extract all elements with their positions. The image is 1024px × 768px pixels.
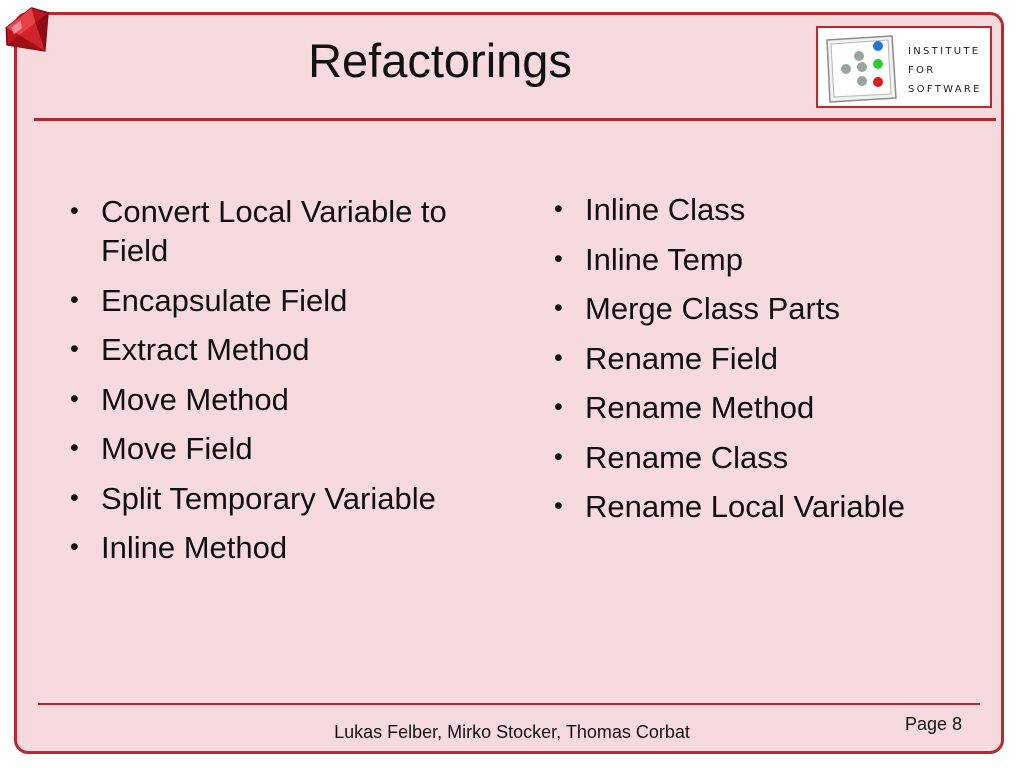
list-item: • Move Method	[70, 380, 490, 419]
institute-for-software-logo: INSTITUTE FOR SOFTWARE	[816, 26, 992, 108]
list-item: • Rename Method	[554, 388, 974, 427]
list-item: • Merge Class Parts	[554, 289, 974, 328]
list-item-label: Extract Method	[101, 332, 310, 367]
list-item: • Rename Class	[554, 438, 974, 477]
bullet-icon: •	[70, 335, 79, 363]
bullet-icon: •	[554, 294, 563, 322]
footer-authors: Lukas Felber, Mirko Stocker, Thomas Corb…	[334, 722, 690, 742]
logo-line: SOFTWARE	[908, 84, 982, 95]
bullet-icon: •	[70, 483, 79, 512]
bullet-icon: •	[554, 244, 563, 273]
list-item-label: Move Field	[101, 431, 253, 466]
bullet-icon: •	[70, 384, 79, 413]
page-number: Page 8	[904, 714, 962, 734]
bullet-icon: •	[70, 285, 79, 314]
list-item: • Inline Temp	[554, 240, 974, 279]
bullet-icon: •	[554, 195, 563, 223]
list-item: • Extract Method	[70, 330, 490, 369]
bullet-icon: •	[554, 442, 563, 471]
list-item-label: Rename Class	[585, 439, 789, 475]
logo-mark-icon	[826, 35, 897, 103]
list-item-label: Inline Temp	[585, 241, 743, 277]
logo-text: INSTITUTE FOR SOFTWARE	[908, 42, 990, 99]
list-item: • Inline Method	[70, 528, 490, 567]
slide-frame	[14, 12, 1004, 754]
list-item-label: Convert Local Variable to Field	[101, 194, 447, 268]
logo-line: INSTITUTE	[908, 46, 981, 57]
list-item-label: Rename Field	[585, 340, 778, 376]
bullet-icon: •	[70, 533, 79, 561]
footer-divider	[38, 703, 980, 705]
list-item: • Move Field	[70, 429, 490, 468]
list-item-label: Encapsulate Field	[101, 282, 348, 318]
bullet-icon: •	[70, 197, 79, 225]
list-item: • Encapsulate Field	[70, 281, 490, 320]
title-divider	[34, 118, 996, 121]
list-item: • Rename Local Variable	[554, 487, 974, 526]
bullet-icon: •	[70, 434, 79, 462]
ruby-gem-icon	[5, 7, 49, 52]
list-item-label: Split Temporary Variable	[101, 480, 436, 516]
bullet-icon: •	[554, 393, 563, 421]
list-item-label: Rename Local Variable	[585, 489, 905, 524]
logo-line: FOR	[908, 65, 936, 76]
list-item: • Split Temporary Variable	[70, 479, 490, 518]
list-item: • Inline Class	[554, 190, 974, 229]
refactorings-list-right: • Inline Class • Inline Temp • Merge Class …	[554, 190, 974, 537]
list-item: • Convert Local Variable to Field	[70, 192, 490, 270]
bullet-icon: •	[554, 492, 563, 520]
list-item-label: Merge Class Parts	[585, 291, 840, 326]
slide-title: Refactorings	[308, 34, 572, 87]
list-item-label: Rename Method	[585, 390, 815, 425]
bullet-icon: •	[554, 343, 563, 372]
list-item-label: Inline Class	[585, 192, 746, 227]
list-item-label: Inline Method	[101, 530, 288, 565]
list-item: • Rename Field	[554, 339, 974, 378]
refactorings-list-left: • Convert Local Variable to Field • Encaps…	[70, 192, 490, 578]
list-item-label: Move Method	[101, 381, 289, 417]
